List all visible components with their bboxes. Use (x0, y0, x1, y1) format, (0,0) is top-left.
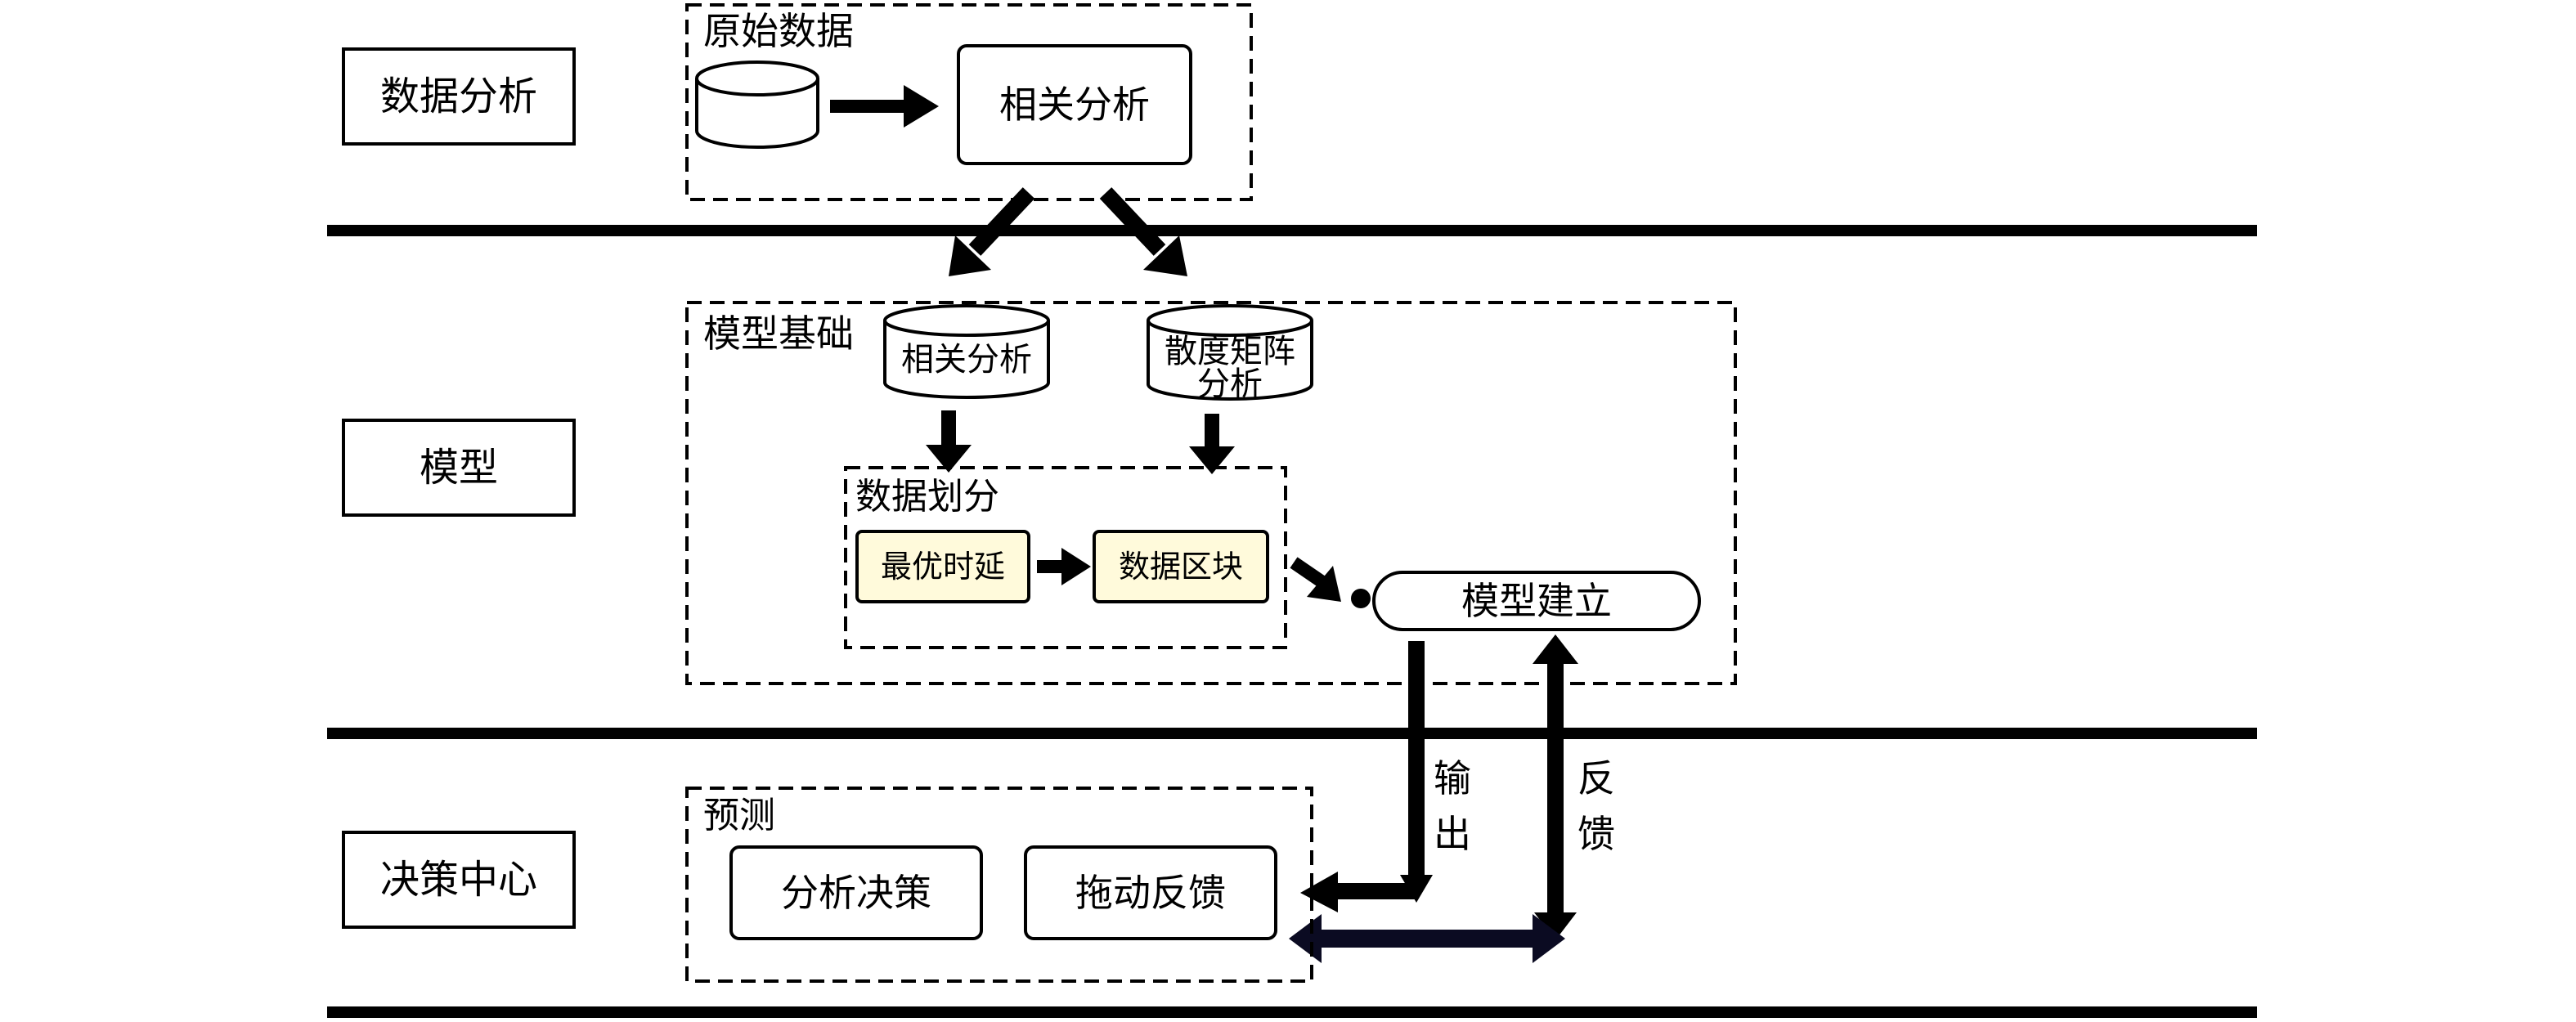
group-label-prediction: 预测 (703, 795, 775, 836)
output-label-char2: 出 (1434, 812, 1471, 856)
group-label-model-basis: 模型基础 (703, 312, 854, 356)
lane-label-data-analysis: 数据分析 (380, 74, 537, 119)
group-model-basis: 模型基础 (685, 301, 1737, 685)
analysis-decision-label: 分析决策 (781, 871, 931, 915)
group-prediction: 预测 (685, 787, 1313, 983)
arrow-delay-to-block (1037, 548, 1091, 585)
group-label-data-partition: 数据划分 (855, 476, 999, 518)
group-raw-data: 原始数据 (685, 3, 1253, 201)
raw-data-database-icon (695, 61, 819, 149)
correlation-db-label: 相关分析 (901, 341, 1032, 379)
correlation-analysis-label: 相关分析 (999, 83, 1150, 127)
group-data-partition: 数据划分 (844, 466, 1287, 649)
arrow-correlation-db-to-partition (926, 410, 972, 473)
lane-data-analysis: 数据分析 (342, 47, 576, 146)
arrow-feedback (1533, 634, 1578, 940)
lane-model: 模型 (342, 419, 576, 517)
model-building-node: 模型建立 (1372, 571, 1701, 631)
optimal-delay-box: 最优时延 (855, 530, 1030, 603)
analysis-decision-box: 分析决策 (729, 845, 983, 940)
lane-label-decision-center: 决策中心 (380, 857, 537, 903)
lane-label-model: 模型 (420, 445, 498, 491)
arrow-partition-to-model (1290, 557, 1371, 608)
output-label-char1: 输 (1434, 756, 1471, 800)
drag-feedback-box: 拖动反馈 (1024, 845, 1277, 940)
arrow-scatter-matrix-to-partition (1189, 414, 1235, 474)
scatter-matrix-db-icon: 散度矩阵 分析 (1147, 304, 1313, 403)
scatter-matrix-label-line1: 散度矩阵 (1165, 333, 1295, 370)
lane-decision-center: 决策中心 (342, 831, 576, 929)
drag-feedback-label: 拖动反馈 (1075, 871, 1226, 915)
model-building-label: 模型建立 (1461, 579, 1612, 623)
correlation-db-icon: 相关分析 (883, 304, 1050, 399)
data-block-box: 数据区块 (1093, 530, 1269, 603)
arrow-bottom-double (1289, 914, 1565, 963)
arrow-raw-to-correlation (830, 85, 939, 128)
arrow-to-correlation-db (949, 187, 1035, 276)
optimal-delay-label: 最优时延 (881, 549, 1005, 585)
feedback-label-char2: 馈 (1577, 812, 1615, 856)
correlation-analysis-box: 相关分析 (957, 44, 1192, 165)
scatter-matrix-label-line2: 分析 (1197, 365, 1263, 403)
arrow-to-scatter-matrix (1099, 187, 1187, 276)
data-block-label: 数据区块 (1119, 549, 1243, 585)
arrow-output (1300, 641, 1433, 912)
group-label-raw-data: 原始数据 (703, 9, 854, 53)
feedback-label-char1: 反 (1577, 756, 1615, 800)
